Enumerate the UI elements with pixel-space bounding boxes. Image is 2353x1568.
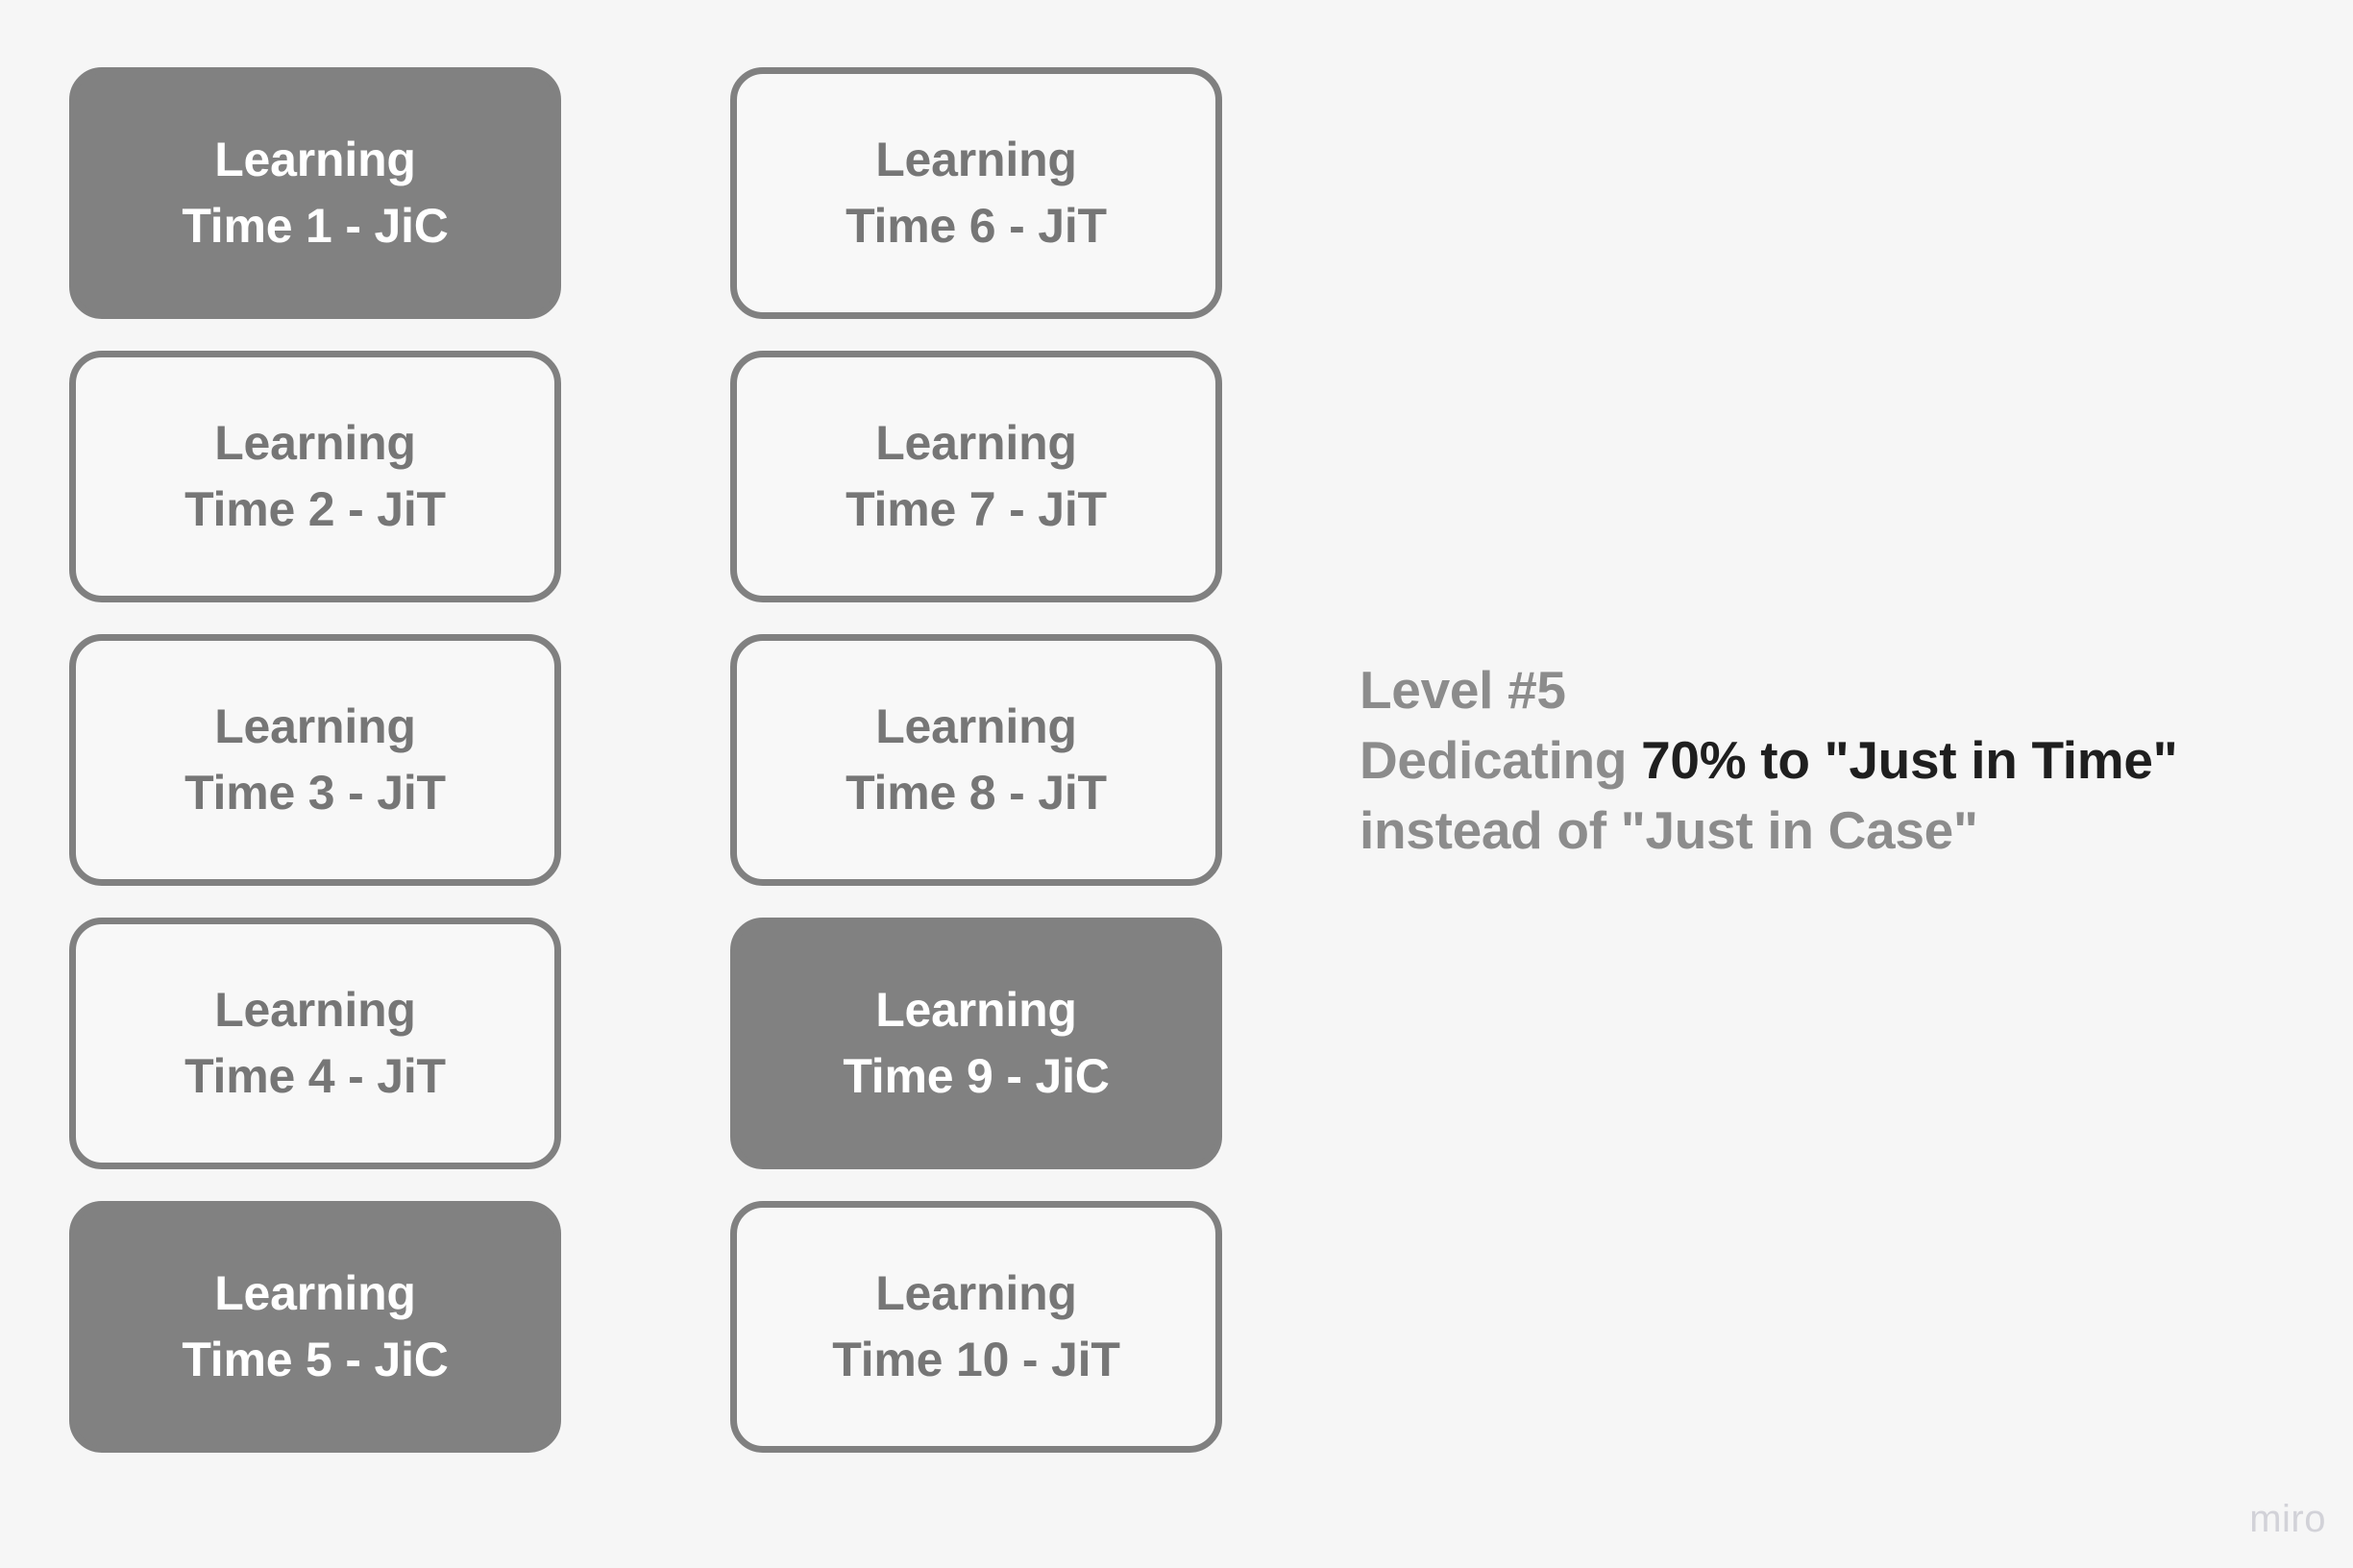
card-learning-time-3[interactable]: Learning Time 3 - JiT — [69, 634, 561, 886]
card-learning-time-5[interactable]: Learning Time 5 - JiC — [69, 1201, 561, 1453]
card-column-2: Learning Time 6 - JiT Learning Time 7 - … — [730, 67, 1222, 1453]
card-learning-time-8[interactable]: Learning Time 8 - JiT — [730, 634, 1222, 886]
annotation-text-block[interactable]: Level #5 Dedicating 70% to "Just in Time… — [1360, 655, 2311, 866]
card-column-1: Learning Time 1 - JiC Learning Time 2 - … — [69, 67, 561, 1453]
card-learning-time-10[interactable]: Learning Time 10 - JiT — [730, 1201, 1222, 1453]
card-learning-time-9[interactable]: Learning Time 9 - JiC — [730, 918, 1222, 1169]
card-learning-time-1[interactable]: Learning Time 1 - JiC — [69, 67, 561, 319]
card-learning-time-6[interactable]: Learning Time 6 - JiT — [730, 67, 1222, 319]
annotation-prefix: Dedicating — [1360, 730, 1642, 791]
card-learning-time-7[interactable]: Learning Time 7 - JiT — [730, 351, 1222, 602]
annotation-line-dedicating: Dedicating 70% to "Just in Time" — [1360, 725, 2311, 796]
miro-watermark: miro — [2249, 1498, 2326, 1540]
annotation-line-level: Level #5 — [1360, 660, 1566, 720]
card-learning-time-2[interactable]: Learning Time 2 - JiT — [69, 351, 561, 602]
card-learning-time-4[interactable]: Learning Time 4 - JiT — [69, 918, 561, 1169]
annotation-emphasis: 70% to "Just in Time" — [1641, 730, 2178, 791]
annotation-line-instead: instead of "Just in Case" — [1360, 800, 1978, 861]
